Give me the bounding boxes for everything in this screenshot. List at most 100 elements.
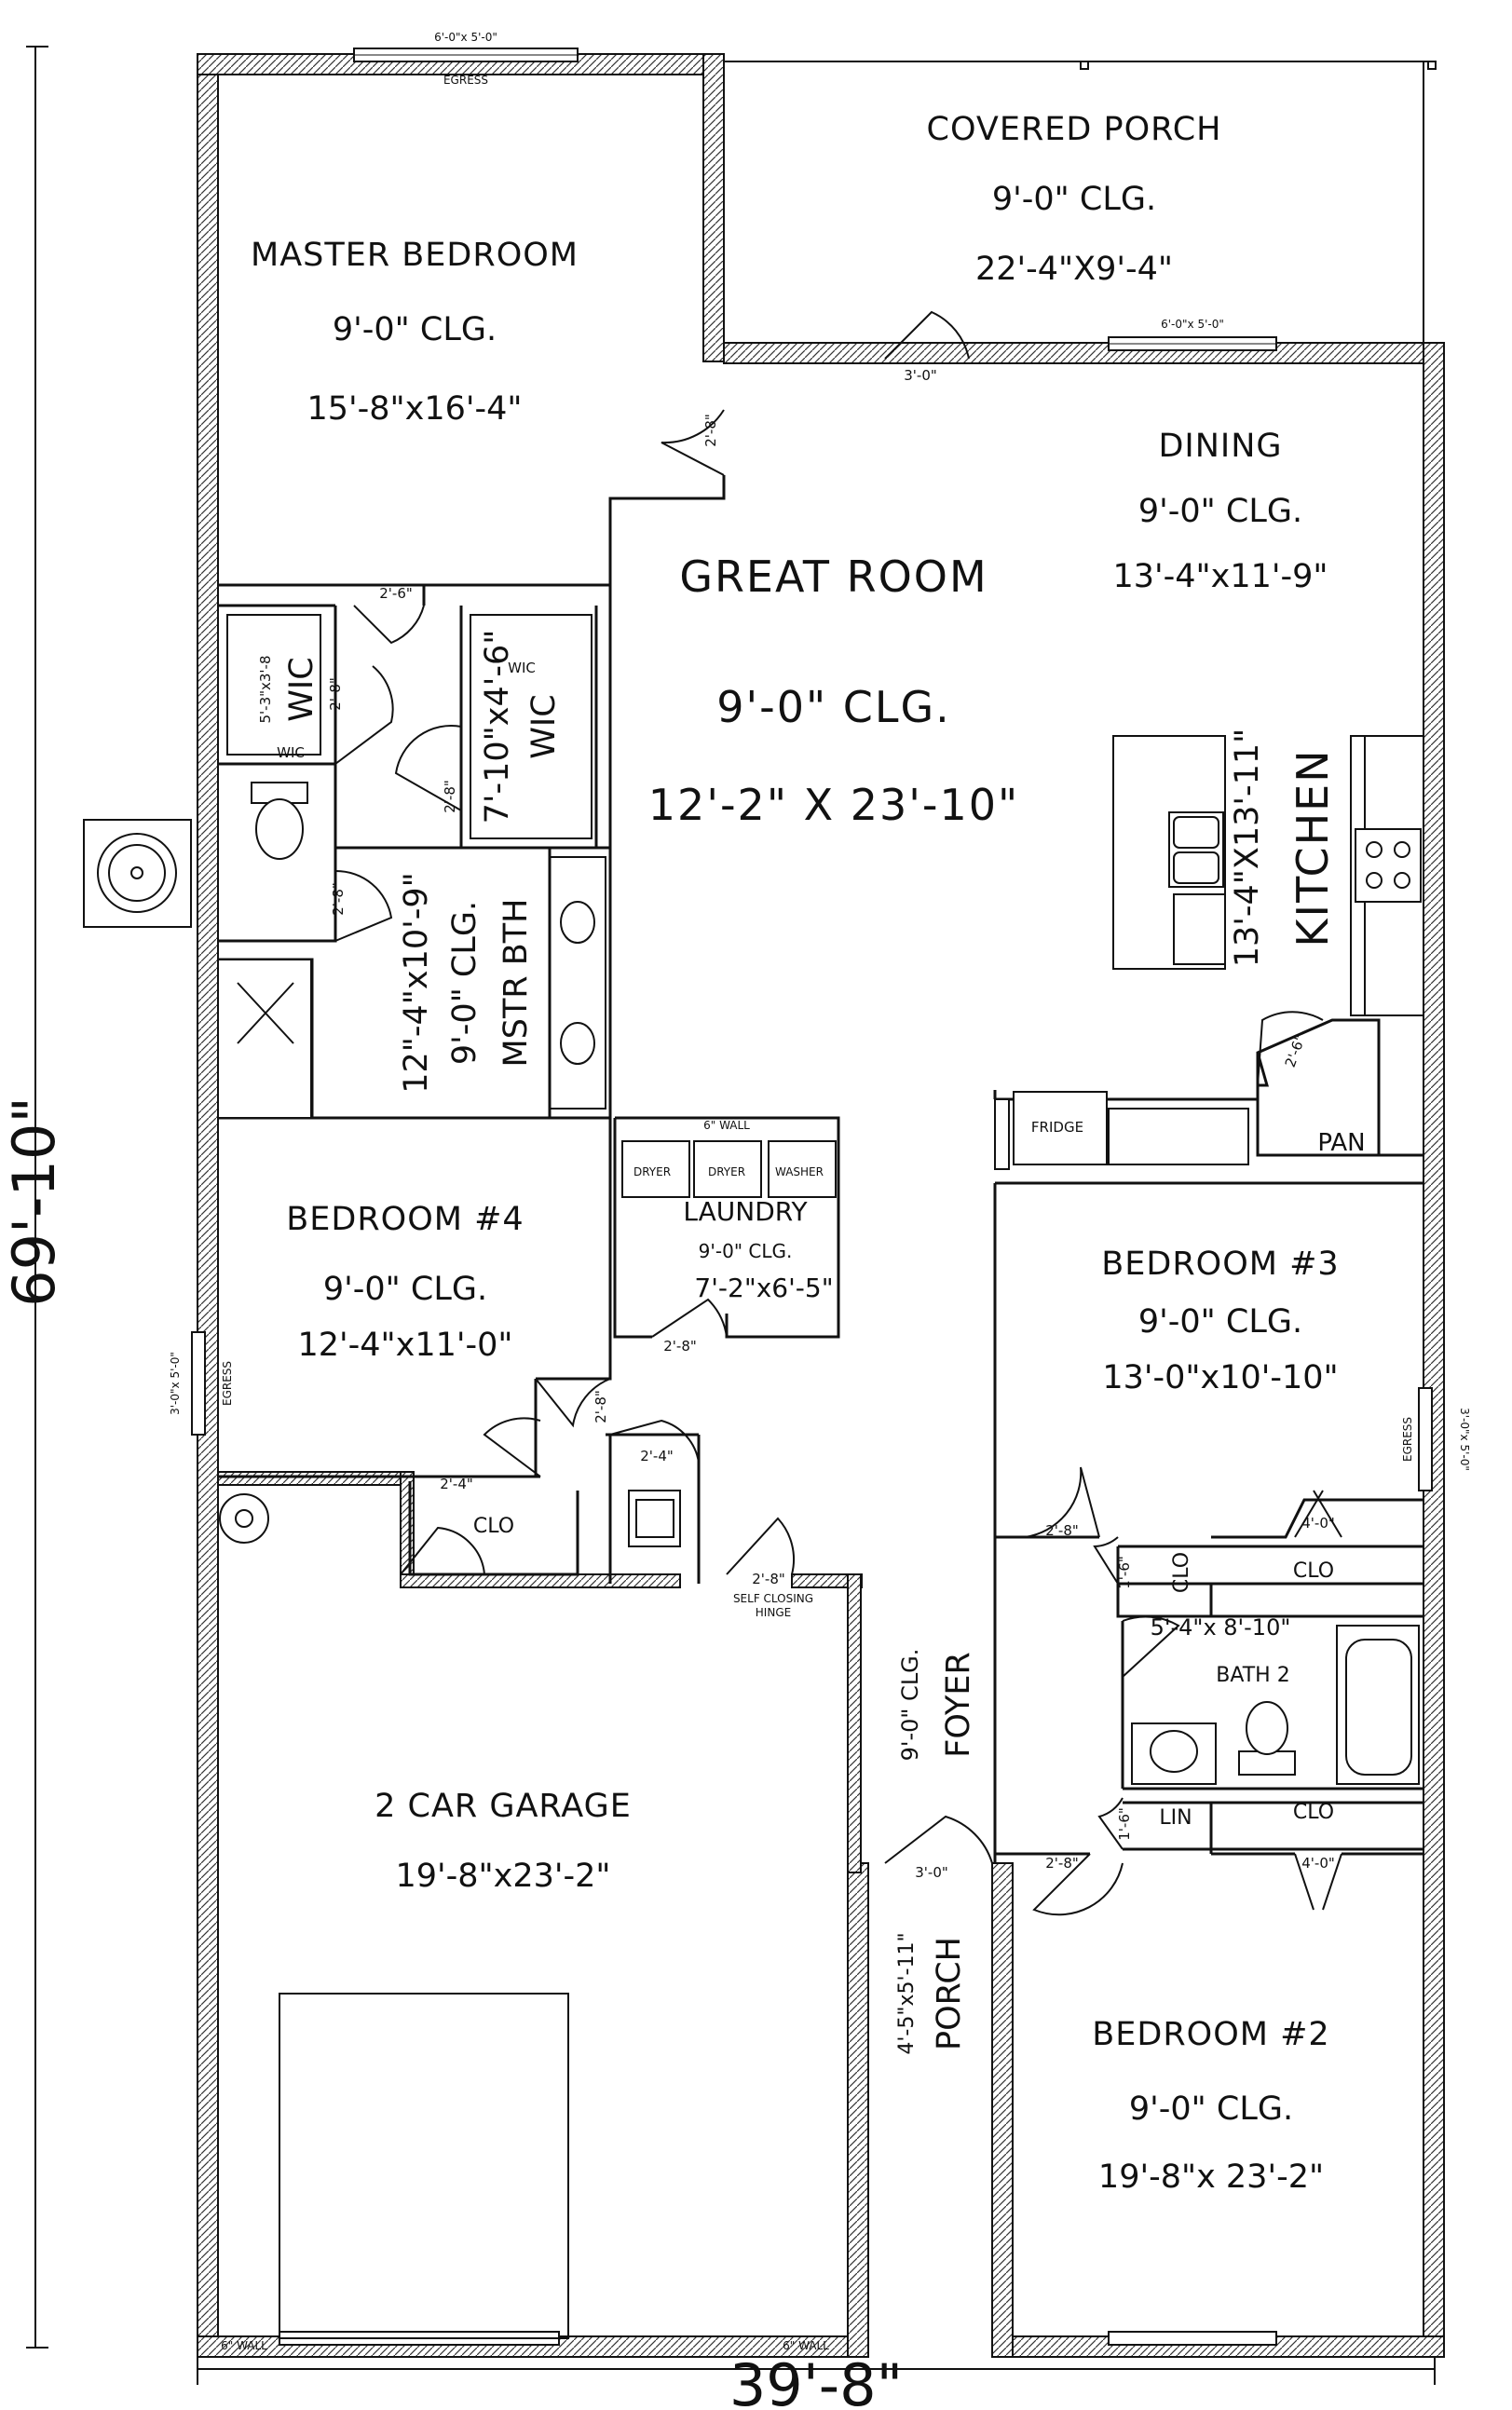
- lin-door-label: 1'-6": [1116, 1807, 1133, 1841]
- bedroom3-clg: 9'-0" CLG.: [1138, 1303, 1302, 1341]
- bath-fixtures: [217, 614, 1420, 1785]
- interior-walls: [218, 475, 1423, 1863]
- sink-icon: [560, 1022, 595, 1065]
- fridge-icon: [1013, 1091, 1108, 1165]
- bath-closet-door-label: 1'-6": [1116, 1556, 1133, 1589]
- lin-name: LIN: [1159, 1806, 1192, 1830]
- bedroom4-name: BEDROOM #4: [286, 1201, 524, 1238]
- bedroom2-size: 19'-8"x 23'-2": [1098, 2158, 1324, 2196]
- laundry-name: LAUNDRY: [683, 1196, 808, 1227]
- master-bedroom-name: MASTER BEDROOM: [251, 237, 579, 274]
- clo-b3b-name: CLO: [1293, 1559, 1334, 1583]
- overall-depth-label: 69'-10": [0, 1096, 68, 1307]
- bedroom3-name: BEDROOM #3: [1101, 1246, 1339, 1283]
- windows: [191, 48, 1433, 2346]
- dining-name: DINING: [1158, 428, 1282, 465]
- laundry-washer: WASHER: [775, 1165, 824, 1178]
- window-b4-note: 3'-0"x 5'-0": [169, 1352, 182, 1415]
- notes: 6'-0"x 5'-0" EGRESS 6'-0"x 5'-0" 3'-0"x …: [169, 31, 1471, 2352]
- wic-left-tag: WIC: [277, 744, 305, 761]
- covered-porch-name: COVERED PORCH: [927, 111, 1222, 148]
- window-master-note: 6'-0"x 5'-0": [434, 31, 497, 44]
- foyer-name: FOYER: [940, 1652, 977, 1758]
- clo-b2-name: CLO: [1293, 1801, 1334, 1824]
- laundry-door-label: 2'-8": [663, 1338, 697, 1355]
- wic-right-tag: WIC: [508, 660, 536, 676]
- master-door-label: 2'-8": [702, 414, 719, 447]
- kitchen-fixtures: [994, 735, 1424, 1170]
- clo-hall-name: CLO: [473, 1515, 514, 1538]
- laundry-clg: 9'-0" CLG.: [699, 1240, 793, 1262]
- garage-name: 2 CAR GARAGE: [375, 1788, 632, 1825]
- overall-dimensions: 69'-10" 39'-8": [0, 46, 1436, 2410]
- garage-size: 19'-8"x23'-2": [395, 1858, 610, 1895]
- egress-b3-note: EGRESS: [1401, 1417, 1414, 1462]
- b3-closet-door-label: 4'-0": [1301, 1515, 1335, 1532]
- porch-door-label: 3'-0": [904, 367, 937, 384]
- pantry-door-label: 2'-6": [1282, 1033, 1309, 1070]
- egress-master-note: EGRESS: [443, 74, 488, 87]
- sink-icon: [560, 901, 595, 944]
- mstr-bth-name: MSTR BTH: [497, 899, 535, 1068]
- porch-name: PORCH: [931, 1937, 968, 2050]
- master-bedroom-clg: 9'-0" CLG.: [333, 311, 497, 348]
- mstr-bth-clg: 9'-0" CLG.: [446, 901, 484, 1065]
- laundry-size: 7'-2"x6'-5": [694, 1273, 833, 1303]
- toilet-icon: [255, 798, 304, 860]
- wic-right-name: WIC: [525, 694, 563, 758]
- covered-porch-clg: 9'-0" CLG.: [992, 181, 1156, 218]
- master-bedroom-size: 15'-8"x16'-4": [306, 390, 522, 428]
- dining-size: 13'-4"x11'-9": [1112, 558, 1328, 595]
- self-closing-note: SELF CLOSING: [733, 1592, 813, 1605]
- kitchen-size: 13'-4"X13'-11": [1229, 728, 1266, 968]
- dining-clg: 9'-0" CLG.: [1138, 493, 1302, 530]
- clo-b3a-name: CLO: [1170, 1552, 1193, 1593]
- wic-left-name: WIC: [283, 657, 320, 721]
- wic-right-door-label: 2'-8": [442, 780, 458, 813]
- garage-wall-left-note: 6" WALL: [221, 2339, 267, 2352]
- toilet-icon: [1246, 1701, 1288, 1755]
- hinge-note: HINGE: [756, 1606, 791, 1619]
- wic-right-size: 7'-10"x4'-6": [479, 630, 516, 824]
- bedroom4-clg: 9'-0" CLG.: [323, 1271, 487, 1308]
- garage-wall-right-note: 6" WALL: [783, 2339, 829, 2352]
- wic-hall-door-label: 2'-6": [379, 585, 413, 602]
- b2-door-label: 2'-8": [1045, 1855, 1079, 1872]
- b3-door-label: 2'-8": [1045, 1522, 1079, 1539]
- great-room-clg: 9'-0" CLG.: [716, 682, 951, 732]
- laundry-wall: 6" WALL: [703, 1119, 750, 1132]
- great-room-name: GREAT ROOM: [679, 551, 988, 602]
- garage-door-label: 2'-8": [752, 1571, 785, 1587]
- bedroom2-clg: 9'-0" CLG.: [1129, 2090, 1293, 2128]
- exterior-walls: [197, 53, 1445, 2358]
- door-swings: [334, 310, 1342, 1916]
- b2-closet-door-label: 4'-0": [1301, 1855, 1335, 1872]
- bedroom4-size: 12'-4"x11'-0": [297, 1327, 512, 1364]
- mstr-bth-size: 12"-4"x10'-9": [398, 872, 435, 1094]
- kitchen-name: KITCHEN: [1287, 748, 1338, 946]
- great-room-size: 12'-2" X 23'-10": [648, 780, 1019, 830]
- bedroom2-name: BEDROOM #2: [1092, 2016, 1329, 2053]
- window-b3-note: 3'-0"x 5'-0": [1458, 1408, 1471, 1471]
- pan-name: PAN: [1317, 1129, 1365, 1157]
- hall-closet-door-label: 2'-4": [440, 1476, 473, 1492]
- bath2-size: 5'-4"x 8'-10": [1151, 1614, 1291, 1641]
- room-labels: MASTER BEDROOM 9'-0" CLG. 15'-8"x16'-4" …: [251, 111, 1366, 2196]
- laundry-dryer: DRYER: [633, 1165, 671, 1178]
- b4-door-label: 2'-8": [593, 1390, 609, 1423]
- overall-width-label: 39'-8": [729, 2351, 903, 2410]
- wic-left-size: 5'-3"x3'-8: [257, 655, 274, 723]
- ac-unit-icon: [83, 819, 192, 928]
- egress-b4-note: EGRESS: [221, 1361, 234, 1406]
- laundry-dryer2: DRYER: [708, 1165, 745, 1178]
- door-labels: 3'-0" 2'-8" 2'-6" 2'-8" 2'-8" 2'-8" 2'-6…: [327, 367, 1335, 1881]
- range-icon: [1355, 828, 1422, 903]
- fridge-name: FRIDGE: [1031, 1119, 1083, 1136]
- foyer-clg: 9'-0" CLG.: [897, 1649, 923, 1762]
- wic-left-door-label: 2'-8": [327, 677, 344, 711]
- entry-door-label: 3'-0": [915, 1864, 948, 1881]
- window-dining-note: 6'-0"x 5'-0": [1161, 318, 1224, 331]
- wc-door-label: 2'-8": [330, 882, 347, 916]
- porch-size: 4'-5"x5'-11": [895, 1932, 919, 2054]
